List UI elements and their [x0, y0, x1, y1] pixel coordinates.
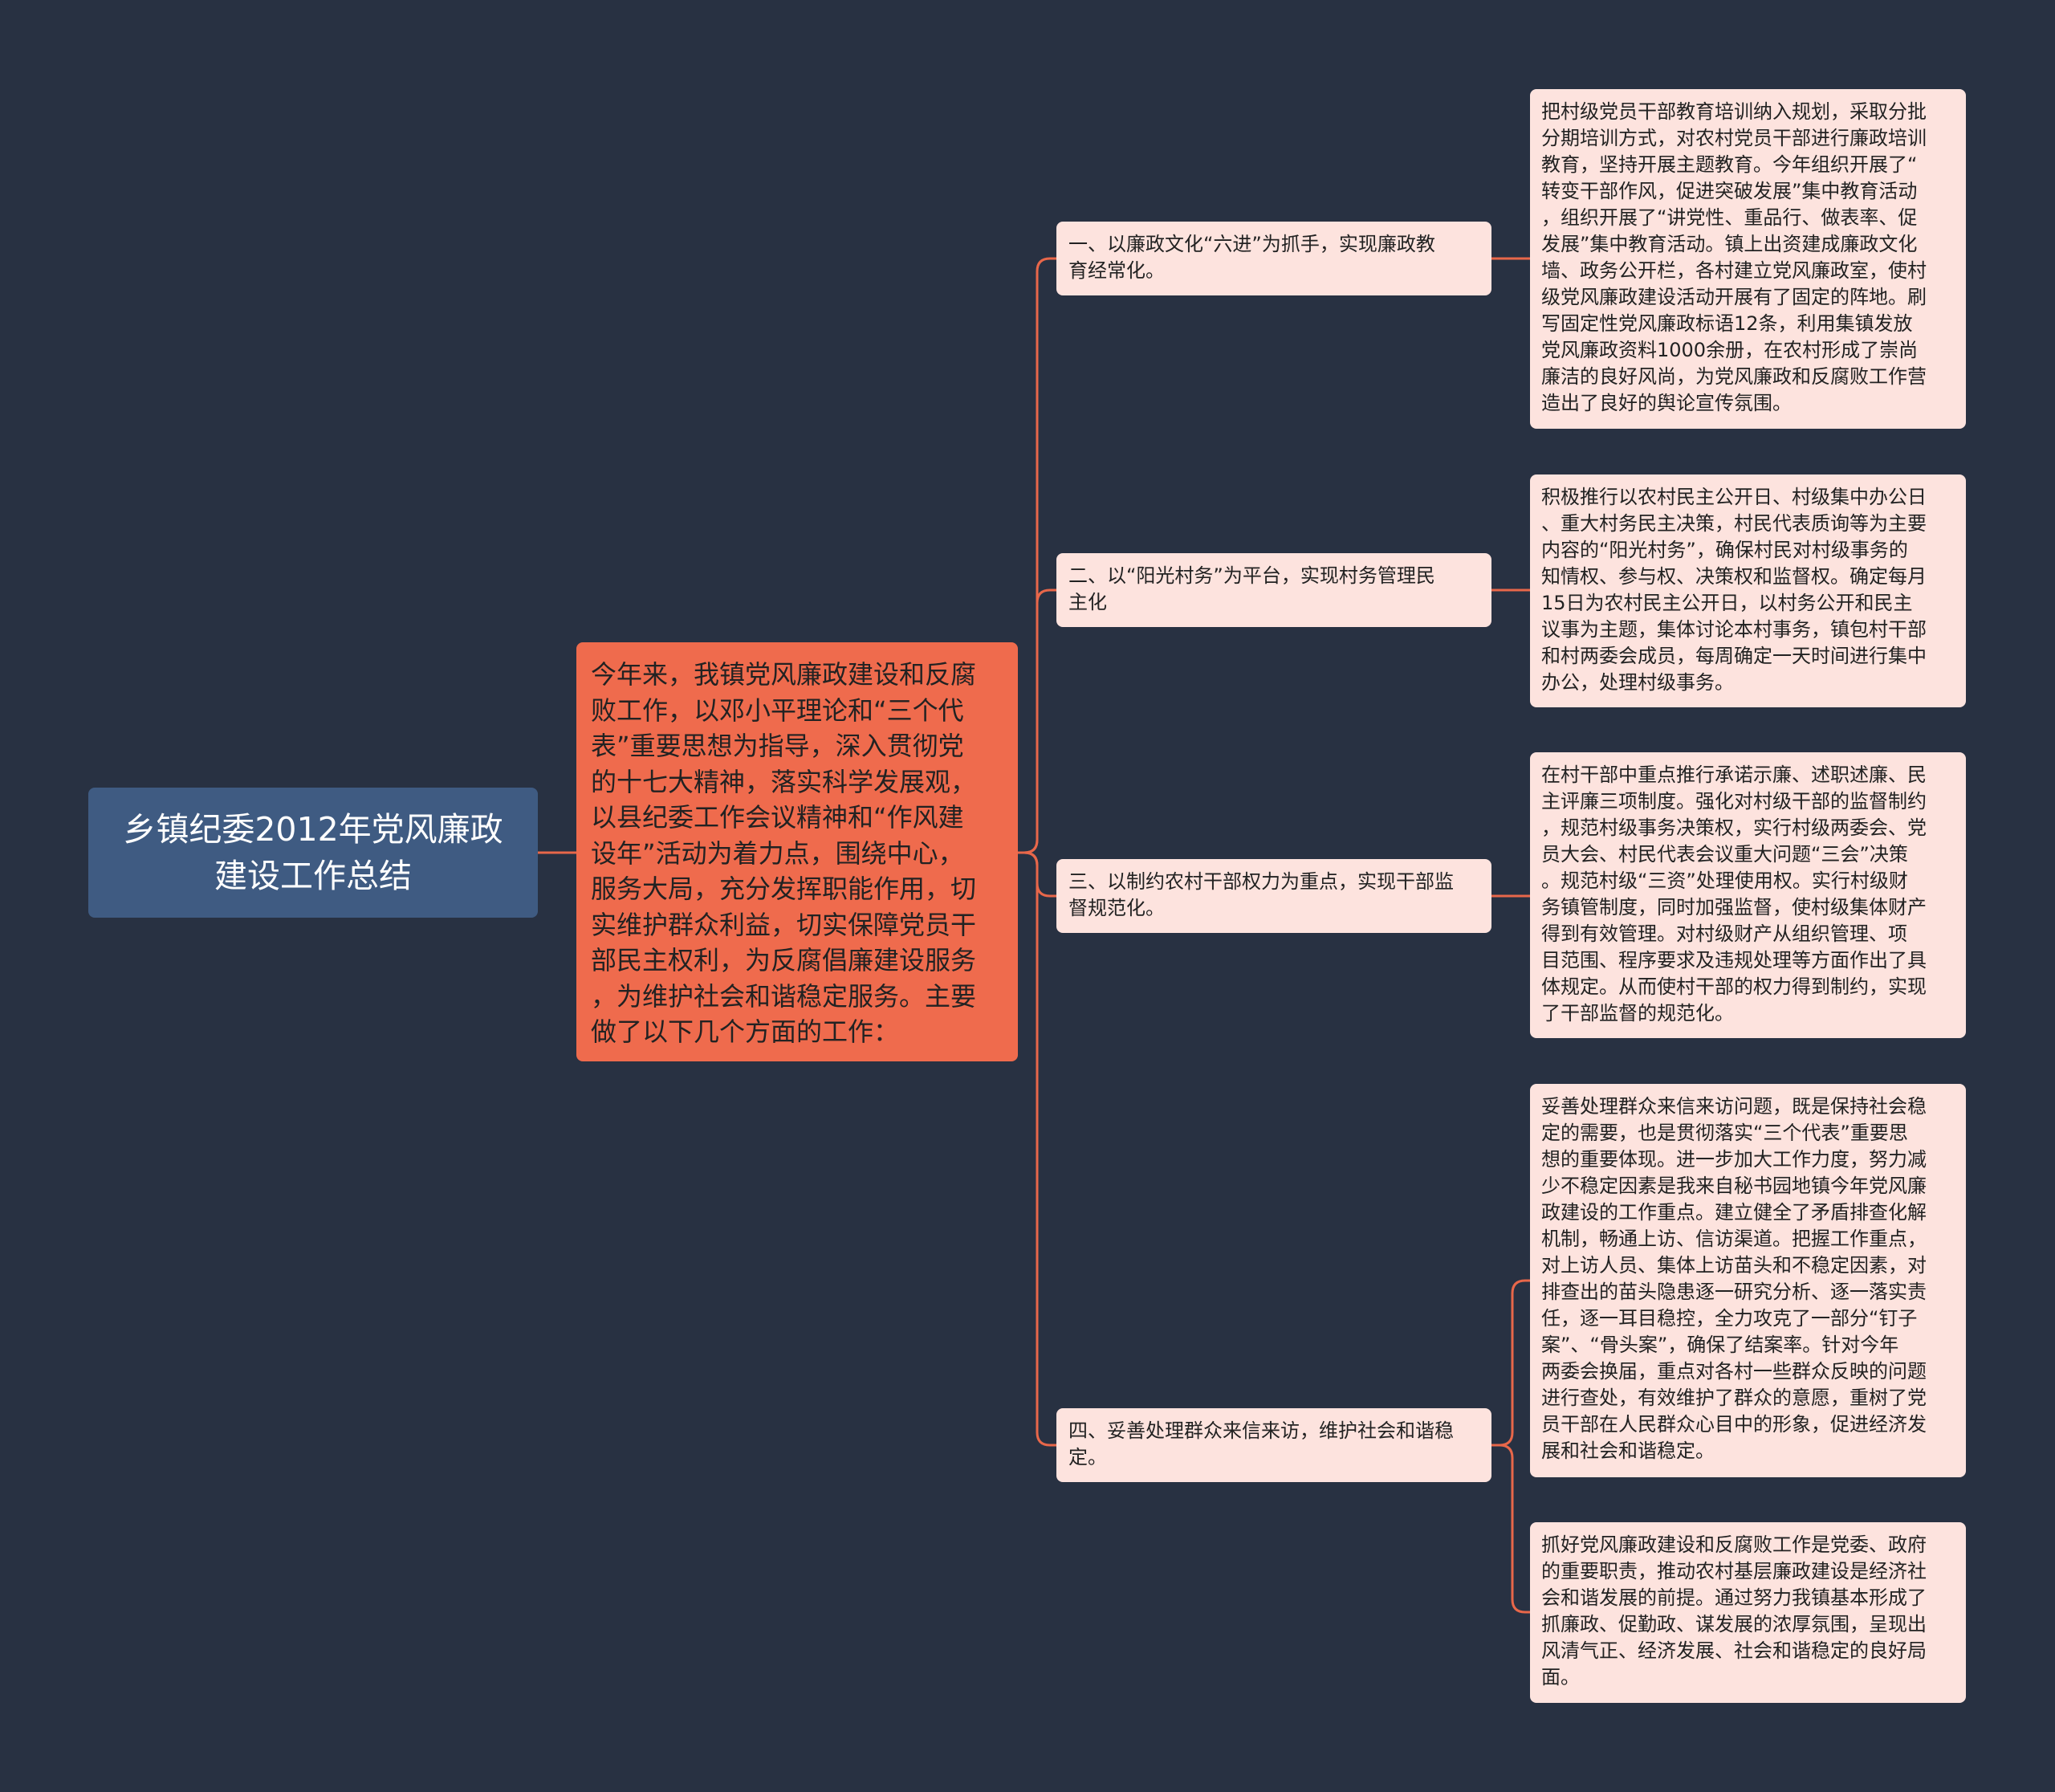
branch-topic-label: 四、妥善处理群众来信来访，维护社会和谐稳 定。 — [1068, 1419, 1454, 1468]
branch-topic-label: 一、以廉政文化“六进”为抓手，实现廉政教 育经常化。 — [1068, 233, 1435, 282]
detail-topic-2[interactable]: 积极推行以农村民主公开日、村级集中办公日 、重大村务民主决策，村民代表质询等为主… — [1530, 474, 1966, 707]
intro-topic-label: 今年来，我镇党风廉政建设和反腐 败工作，以邓小平理论和“三个代 表”重要思想为指… — [591, 659, 977, 1047]
detail-topic-label: 积极推行以农村民主公开日、村级集中办公日 、重大村务民主决策，村民代表质询等为主… — [1541, 486, 1927, 694]
branch-topic-label: 二、以“阳光村务”为平台，实现村务管理民 主化 — [1068, 564, 1435, 613]
intro-topic[interactable]: 今年来，我镇党风廉政建设和反腐 败工作，以邓小平理论和“三个代 表”重要思想为指… — [576, 642, 1018, 1061]
connector-branch4-detail-2 — [1491, 1444, 1530, 1614]
root-topic-label: 乡镇纪委2012年党风廉政 建设工作总结 — [123, 810, 503, 895]
detail-topic-label: 妥善处理群众来信来访问题，既是保持社会稳 定的需要，也是贯彻落实“三个代表”重要… — [1541, 1095, 1927, 1462]
detail-topic-5[interactable]: 抓好党风廉政建设和反腐败工作是党委、政府 的重要职责，推动农村基层廉政建设是经济… — [1530, 1522, 1966, 1703]
detail-topic-label: 把村级党员干部教育培训纳入规划，采取分批 分期培训方式，对农村党员干部进行廉政培… — [1541, 100, 1927, 414]
root-topic[interactable]: 乡镇纪委2012年党风廉政 建设工作总结 — [88, 788, 538, 918]
detail-topic-4[interactable]: 妥善处理群众来信来访问题，既是保持社会稳 定的需要，也是贯彻落实“三个代表”重要… — [1530, 1084, 1966, 1477]
branch-topic-label: 三、以制约农村干部权力为重点，实现干部监 督规范化。 — [1068, 870, 1454, 919]
detail-topic-1[interactable]: 把村级党员干部教育培训纳入规划，采取分批 分期培训方式，对农村党员干部进行廉政培… — [1530, 89, 1966, 429]
connector-intro-branch-2 — [1018, 589, 1056, 854]
branch-topic-3[interactable]: 三、以制约农村干部权力为重点，实现干部监 督规范化。 — [1056, 859, 1491, 933]
detail-topic-3[interactable]: 在村干部中重点推行承诺示廉、述职述廉、民 主评廉三项制度。强化对村级干部的监督制… — [1530, 752, 1966, 1038]
detail-topic-label: 抓好党风廉政建设和反腐败工作是党委、政府 的重要职责，推动农村基层廉政建设是经济… — [1541, 1533, 1927, 1688]
connector-branch4-detail-1 — [1491, 1279, 1530, 1447]
branch-topic-2[interactable]: 二、以“阳光村务”为平台，实现村务管理民 主化 — [1056, 553, 1491, 627]
branch-topic-1[interactable]: 一、以廉政文化“六进”为抓手，实现廉政教 育经常化。 — [1056, 222, 1491, 295]
detail-topic-label: 在村干部中重点推行承诺示廉、述职述廉、民 主评廉三项制度。强化对村级干部的监督制… — [1541, 764, 1927, 1024]
branch-topic-4[interactable]: 四、妥善处理群众来信来访，维护社会和谐稳 定。 — [1056, 1408, 1491, 1482]
connector-intro-branch-4 — [1018, 851, 1056, 1447]
